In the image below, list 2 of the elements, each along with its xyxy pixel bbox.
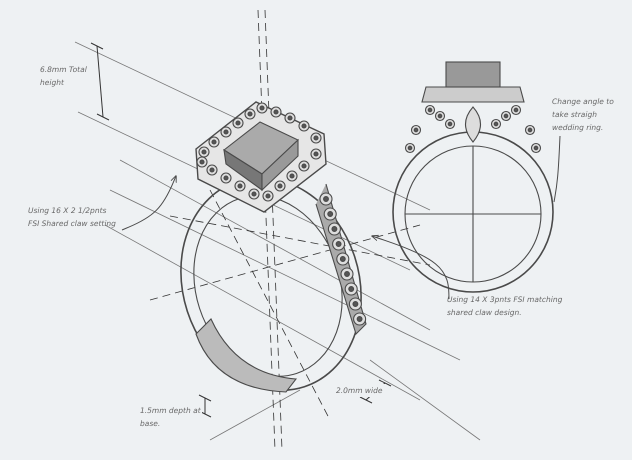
leader-line (122, 174, 177, 230)
leader-line (554, 136, 560, 202)
